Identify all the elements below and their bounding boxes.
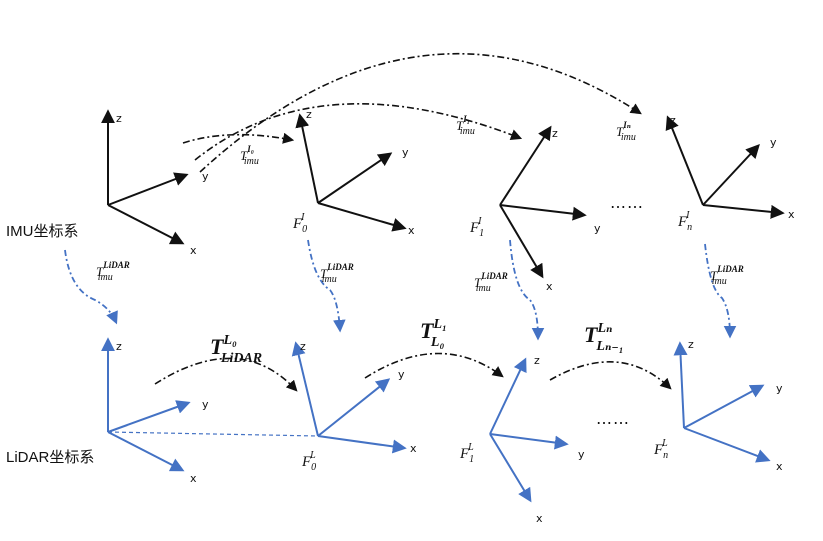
axis-label-z: z [534, 354, 540, 367]
imu-frame-n [665, 115, 785, 219]
axis-label-x: x [190, 472, 197, 485]
axis-label-x: x [536, 512, 543, 525]
frame-label-f1-lidar: F1L [459, 442, 474, 465]
axis-label-y: y [398, 368, 405, 381]
axis-label-z: z [670, 114, 676, 127]
axis-label-z: z [688, 338, 694, 351]
imu-transform-arcs [182, 53, 642, 173]
axis-label-x: x [408, 224, 415, 237]
frame-label-fn-imu: FnI [677, 210, 692, 233]
axis-label-x: x [410, 442, 417, 455]
lidar-system-label: LiDAR坐标系 [6, 449, 94, 466]
axis-label-y: y [202, 170, 209, 183]
ellipsis-imu: …… [610, 193, 644, 212]
lidar-baseline-dashed [107, 431, 319, 437]
frame-label-fn-lidar: FnL [653, 438, 668, 461]
imu-system-label: IMU坐标系 [6, 223, 79, 240]
axis-label-z: z [552, 127, 558, 140]
axis-label-z: z [306, 108, 312, 121]
axis-label-y: y [770, 136, 777, 149]
axis-label-y: y [402, 146, 409, 159]
imu-frame-0 [295, 113, 407, 232]
imu-frame-1 [499, 125, 587, 279]
lidar-frame-1 [489, 357, 569, 503]
ellipsis-lidar: …… [596, 409, 630, 428]
frame-label-f0-lidar: F0L [301, 450, 316, 473]
axis-label-z: z [116, 112, 122, 125]
extrinsic-arrows [64, 239, 737, 341]
lidar-transform-arcs [154, 352, 672, 392]
axis-label-y: y [776, 382, 783, 395]
axis-label-z: z [116, 340, 122, 353]
axis-label-x: x [190, 244, 197, 257]
axis-label-y: y [578, 448, 585, 461]
axis-label-y: y [202, 398, 209, 411]
axis-label-z: z [300, 340, 306, 353]
axis-label-x: x [776, 460, 783, 473]
axis-label-y: y [594, 222, 601, 235]
lidar-frame-0 [291, 341, 407, 454]
axis-label-x: x [546, 280, 553, 293]
axis-label-x: x [788, 208, 795, 221]
lidar-frame-n [673, 341, 771, 463]
frame-label-f0-imu: F0I [292, 212, 307, 235]
imu-frame-world [101, 109, 189, 245]
lidar-frame-world [101, 337, 191, 472]
frame-label-f1-imu: F1I [469, 216, 484, 239]
